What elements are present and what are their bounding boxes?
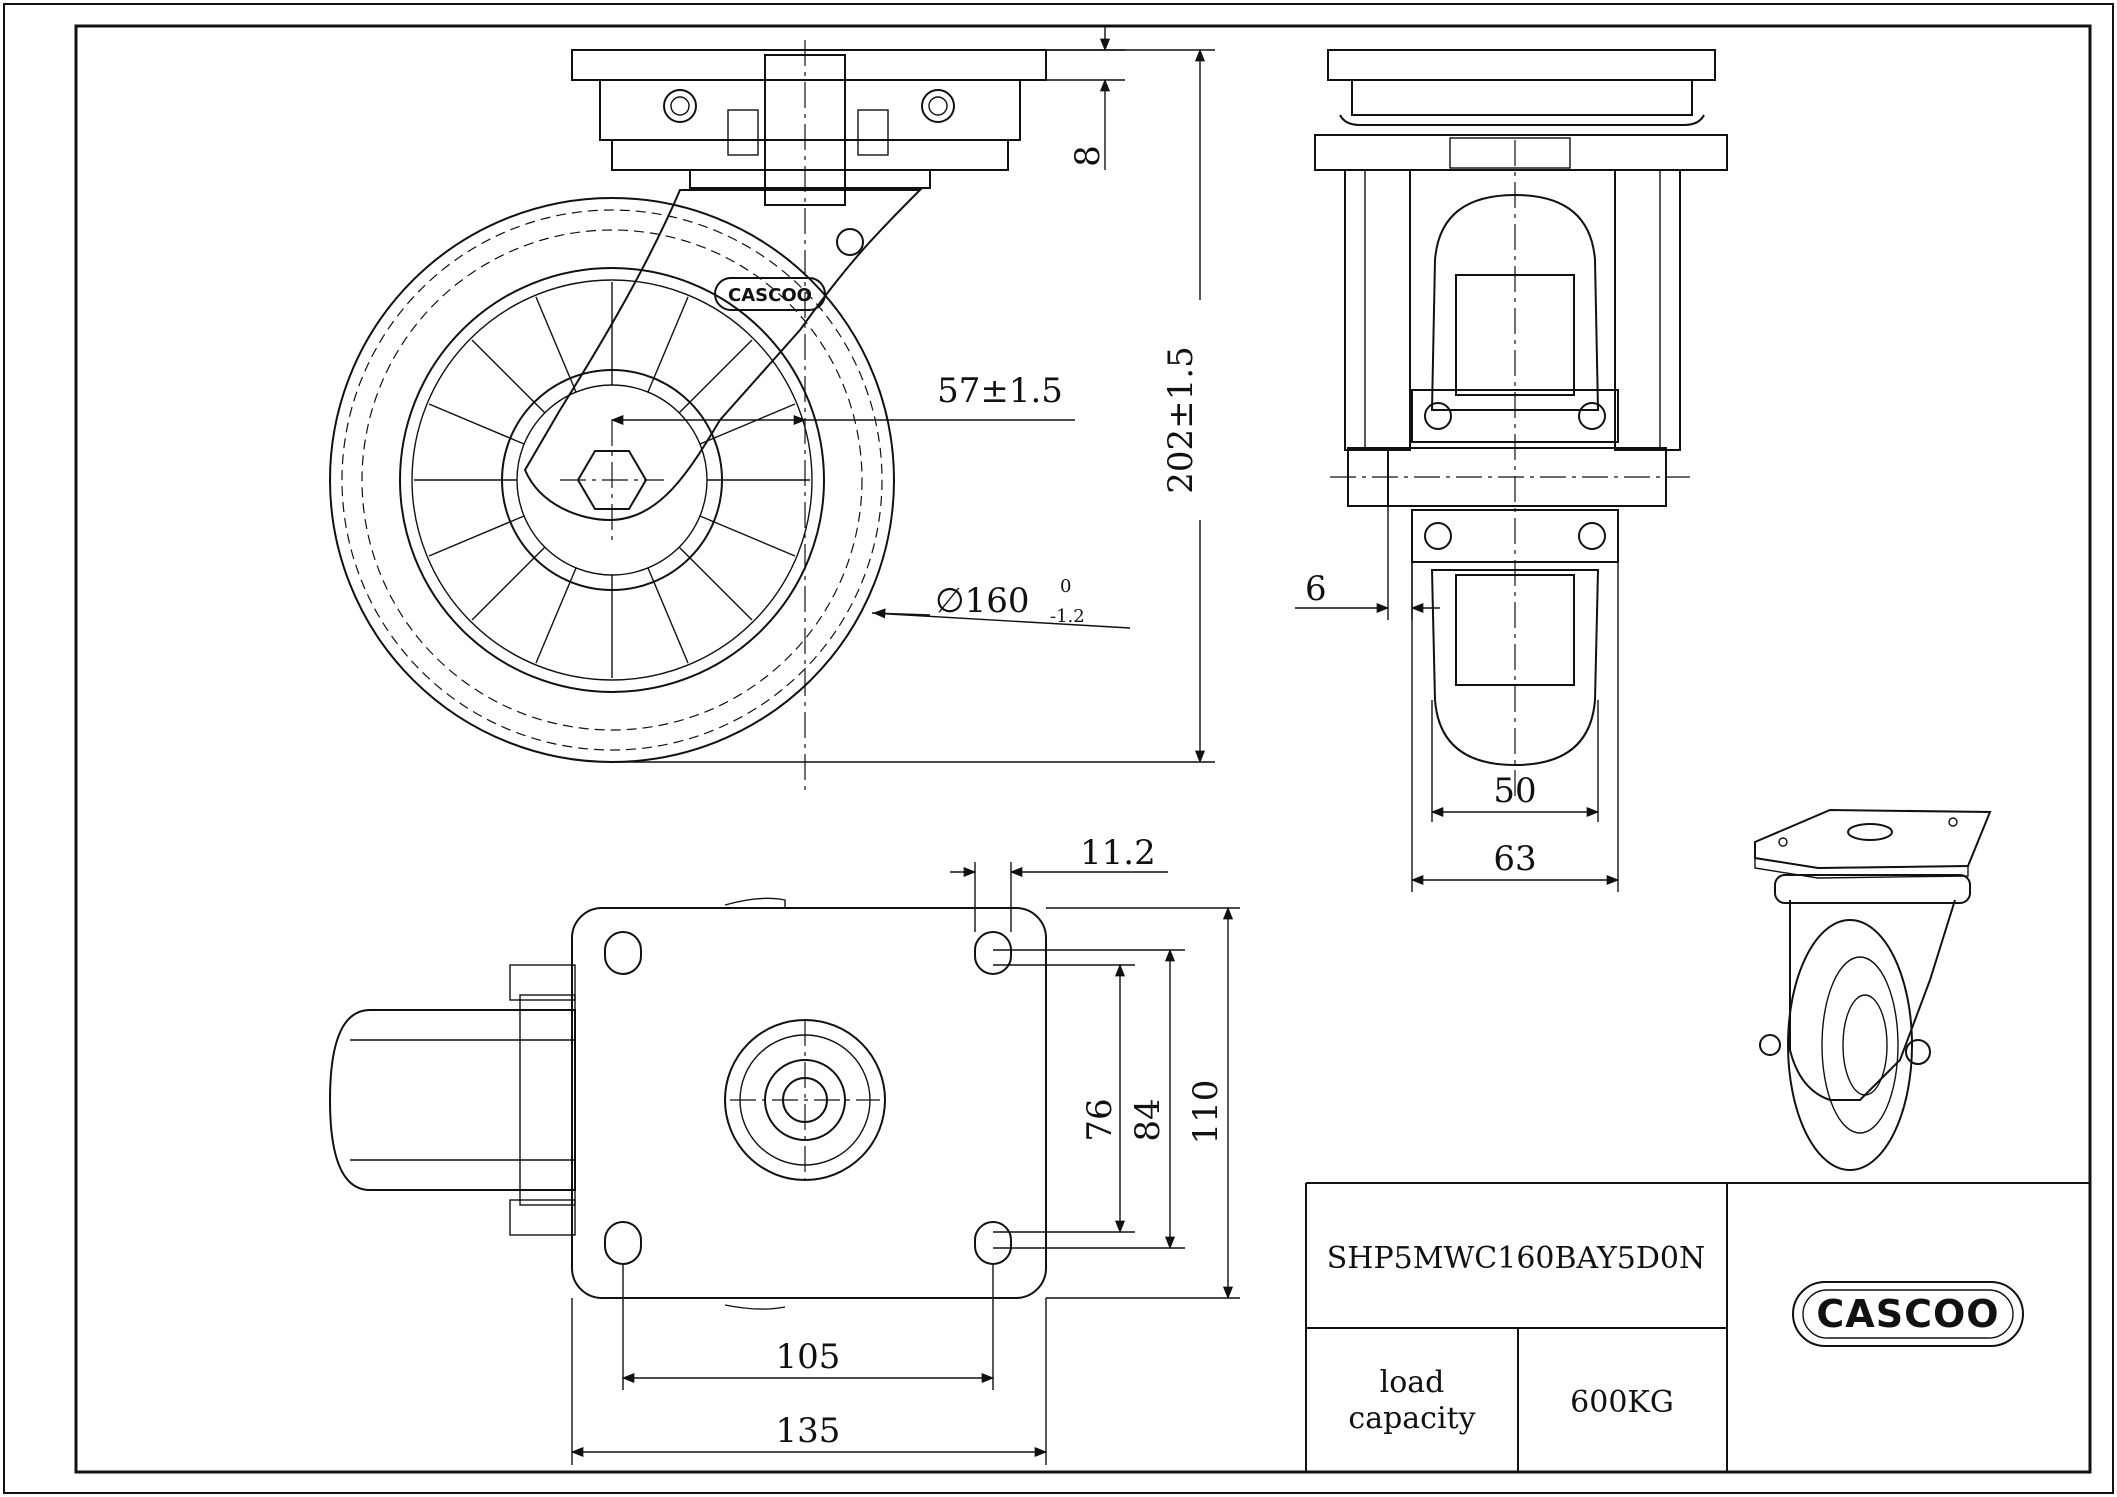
svg-text:0: 0 [1060,576,1071,597]
svg-text:11.2: 11.2 [1080,833,1156,873]
svg-text:CASCOO: CASCOO [728,285,812,306]
inner-border [74,24,2092,1474]
dim-bolt-spacing-long: 84 [993,948,1185,1250]
svg-text:105: 105 [776,1337,841,1377]
dim-hub-width: 63 [1410,562,1620,892]
mounting-plate [571,907,1047,1299]
front-view [1314,49,1728,800]
svg-text:-1.2: -1.2 [1050,606,1085,627]
svg-text:6: 6 [1305,569,1327,609]
load-value: 600KG [1570,1385,1674,1420]
title-block: SHP5MWC160BAY5D0N load capacity 600KG CA… [1305,1182,2090,1472]
brand-logo: CASCOO [1792,1281,2024,1347]
dim-overall-height: 202±1.5 [612,48,1215,764]
iso-wheel [1787,919,1913,1171]
dim-slot-width: 11.2 [950,833,1168,932]
svg-text:84: 84 [1128,1098,1168,1141]
bearing-ball-right [921,89,955,123]
svg-text:57±1.5: 57±1.5 [937,371,1063,411]
load-label-line1: load [1380,1365,1445,1400]
svg-text:202±1.5: 202±1.5 [1161,346,1201,493]
outer-border [3,3,2114,1494]
svg-text:63: 63 [1493,839,1536,879]
brand-logo-side-view: CASCOO [714,277,826,311]
top-view [328,897,1047,1310]
svg-text:76: 76 [1080,1098,1120,1141]
svg-text:CASCOO: CASCOO [1816,1292,1999,1336]
dim-offset: 57±1.5 [610,371,1075,426]
dim-wheel-diameter: ∅160 0 -1.2 [871,576,1131,629]
dim-plate-width: 110 [1046,906,1240,1300]
dim-plate-length: 135 [570,1298,1048,1465]
bolt-slot-bottom-right [974,1221,1012,1265]
side-view: CASCOO [329,40,1047,790]
svg-text:110: 110 [1186,1080,1226,1145]
dim-tread-width: 50 [1430,700,1600,822]
isometric-view [1754,808,1992,1171]
svg-text:50: 50 [1493,771,1536,811]
svg-text:135: 135 [776,1411,841,1451]
bolt-slot-top-left [604,931,642,975]
bolt-slot-top-right [974,931,1012,975]
bearing-ball-left [663,89,697,123]
dim-bolt-spacing-horizontal: 105 [621,1264,995,1390]
dim-top-plate-thickness: 8 [1046,26,1125,170]
wheel-spokes [414,282,810,678]
load-label-line2: capacity [1348,1401,1475,1436]
svg-text:8: 8 [1068,145,1108,167]
bolt-slot-bottom-left [604,1221,642,1265]
part-number: SHP5MWC160BAY5D0N [1327,1241,1706,1276]
dim-bolt-spacing-short: 76 [993,963,1135,1234]
svg-text:∅160: ∅160 [935,581,1030,621]
